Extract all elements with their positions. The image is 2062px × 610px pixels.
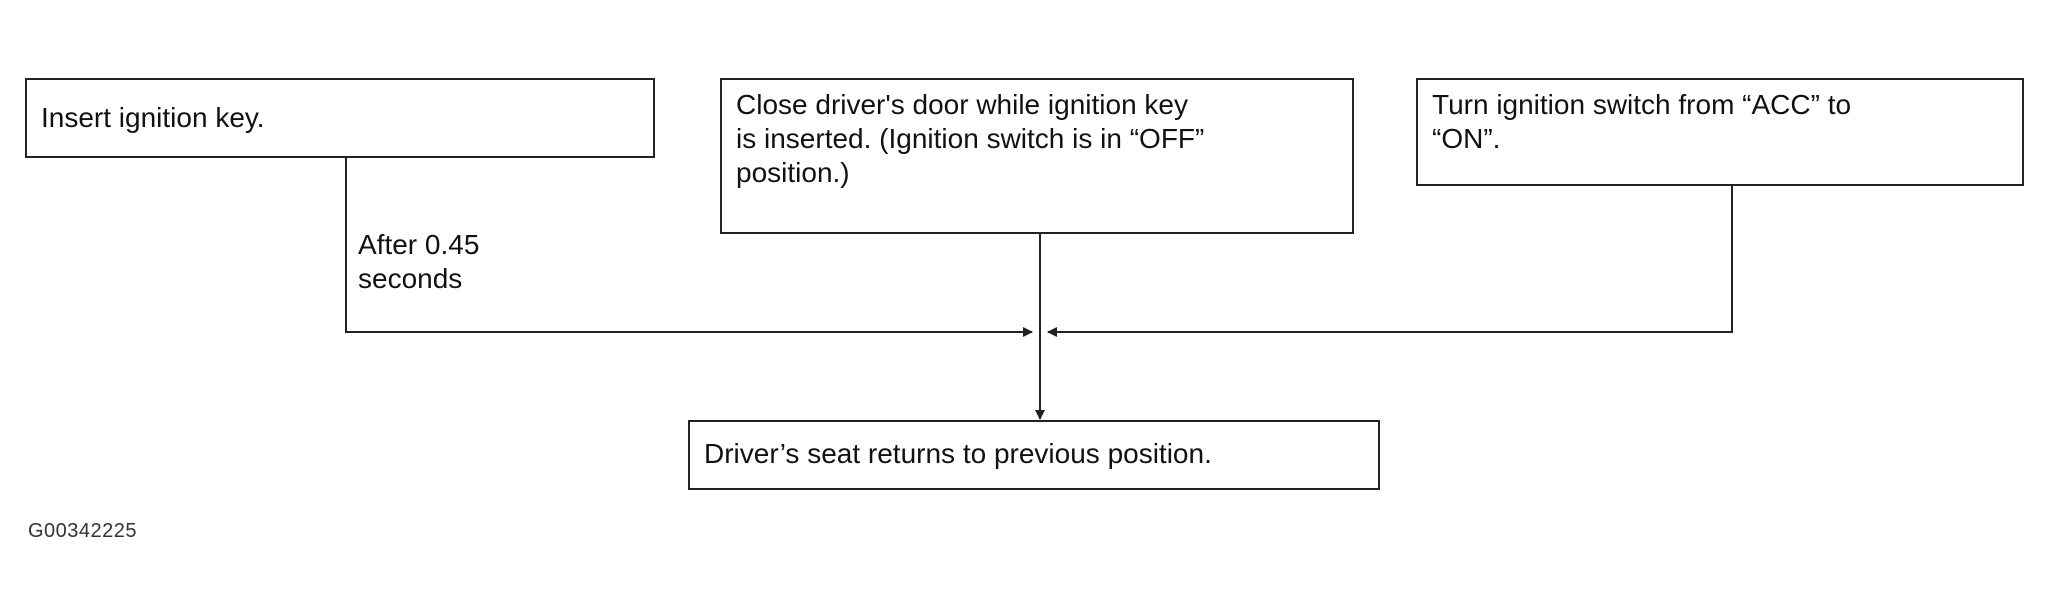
- connector-turn-switch: [1047, 186, 1733, 337]
- connector-insert-key: [345, 158, 1033, 337]
- step-insert-ignition-key: Insert ignition key.: [25, 78, 655, 158]
- delay-label: After 0.45 seconds: [358, 229, 480, 294]
- step-close-drivers-door: Close driver's door while ignition key i…: [720, 78, 1354, 234]
- result-seat-returns: Driver’s seat returns to previous positi…: [688, 420, 1380, 490]
- step-turn-ignition-switch: Turn ignition switch from “ACC” to “ON”.: [1416, 78, 2024, 186]
- figure-id: G00342225: [28, 520, 138, 542]
